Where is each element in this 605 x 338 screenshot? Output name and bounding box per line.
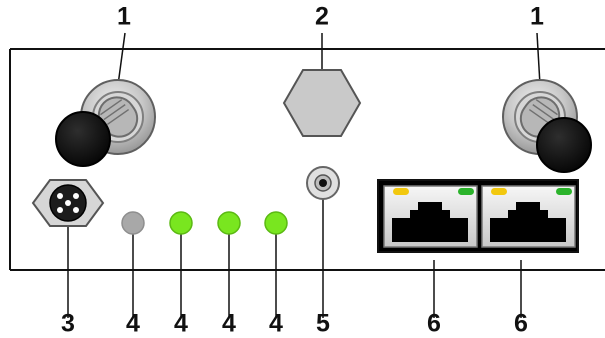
antenna-left <box>55 79 156 167</box>
ethernet-port-left-socket <box>392 202 468 242</box>
status-led-green-2 <box>217 211 241 235</box>
ethernet-port-right-right-led <box>556 188 572 195</box>
leader-lines <box>67 32 541 318</box>
antenna-right <box>502 79 592 173</box>
status-led-green-1 <box>169 211 193 235</box>
callout-reset-button: 5 <box>316 310 330 338</box>
callout-led-gray: 4 <box>126 310 140 338</box>
ethernet-port-right-left-led <box>491 188 507 195</box>
callout-labels: 1 2 1 3 4 4 4 4 5 6 6 <box>61 3 544 338</box>
vent-hexagon <box>282 69 362 137</box>
ethernet-ports <box>377 179 579 253</box>
callout-antenna-left: 1 <box>117 3 131 31</box>
power-connector <box>31 179 105 227</box>
callout-led-green-3: 4 <box>269 310 283 338</box>
callout-antenna-right: 1 <box>530 3 544 31</box>
callout-led-green-2: 4 <box>222 310 236 338</box>
ethernet-port-left-left-led <box>393 188 409 195</box>
callout-vent: 2 <box>315 3 329 31</box>
callout-ethernet-left: 6 <box>427 310 441 338</box>
reset-button <box>306 166 340 200</box>
device-outline <box>9 48 605 271</box>
callout-power-connector: 3 <box>61 310 75 338</box>
callout-ethernet-right: 6 <box>514 310 528 338</box>
ethernet-port-left-right-led <box>458 188 474 195</box>
status-led-green-3 <box>264 211 288 235</box>
status-leds <box>121 211 288 235</box>
status-led-gray <box>121 211 145 235</box>
callout-led-green-1: 4 <box>174 310 188 338</box>
ethernet-port-right-socket <box>490 202 566 242</box>
